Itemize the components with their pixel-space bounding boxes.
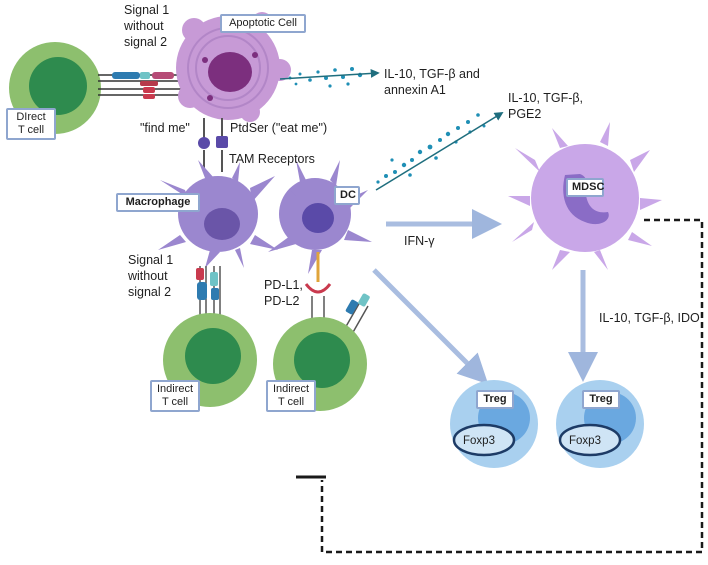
pd-l-label: PD-L1, PD-L2 xyxy=(264,278,303,308)
direct-signal-receptors xyxy=(98,72,185,99)
eat-me-label: PtdSer ("eat me") xyxy=(230,121,328,135)
il10-ido-label: IL-10, TGF-β, IDO xyxy=(599,311,700,325)
foxp3-label-1: Foxp3 xyxy=(463,435,495,447)
direct-t-cell-label: DIrect T cell xyxy=(6,108,56,140)
dc-treg-arrow xyxy=(372,268,489,385)
dc-label: DC xyxy=(334,186,360,205)
feedback-dashed-line xyxy=(320,218,704,554)
treg-label-2: Treg xyxy=(582,390,620,409)
macrophage-signal-receptors xyxy=(196,266,221,318)
secretion-arrow-apoptotic xyxy=(279,68,380,80)
secretion-dots-dc xyxy=(376,113,486,184)
signal-label-top: Signal 1 without signal 2 xyxy=(124,3,170,49)
apoptotic-cell-label: Apoptotic Cell xyxy=(220,14,306,33)
il10-annexin-label: IL-10, TGF-β and annexin A1 xyxy=(384,67,480,97)
find-me-eat-me-receptors xyxy=(198,118,228,172)
dendritic-cell xyxy=(268,160,372,274)
indirect-t-cell-label-2: Indirect T cell xyxy=(266,380,316,412)
signal-label-left: Signal 1 without signal 2 xyxy=(128,253,174,299)
tam-receptors-label: TAM Receptors xyxy=(229,152,315,166)
find-me-label: "find me" xyxy=(140,121,190,135)
macrophage-label: Macrophage xyxy=(116,193,200,212)
treg-label-1: Treg xyxy=(476,390,514,409)
macrophage xyxy=(158,160,278,268)
secretion-arrow-dc xyxy=(375,112,504,191)
indirect-t-cell-label-1: Indirect T cell xyxy=(150,380,200,412)
mdsc-label: MDSC xyxy=(566,178,604,197)
il10-pge2-label: IL-10, TGF-β, PGE2 xyxy=(508,91,584,121)
ifn-gamma-label: IFN-γ xyxy=(404,234,435,248)
foxp3-label-2: Foxp3 xyxy=(569,435,601,447)
treg-cell-2 xyxy=(556,380,644,468)
